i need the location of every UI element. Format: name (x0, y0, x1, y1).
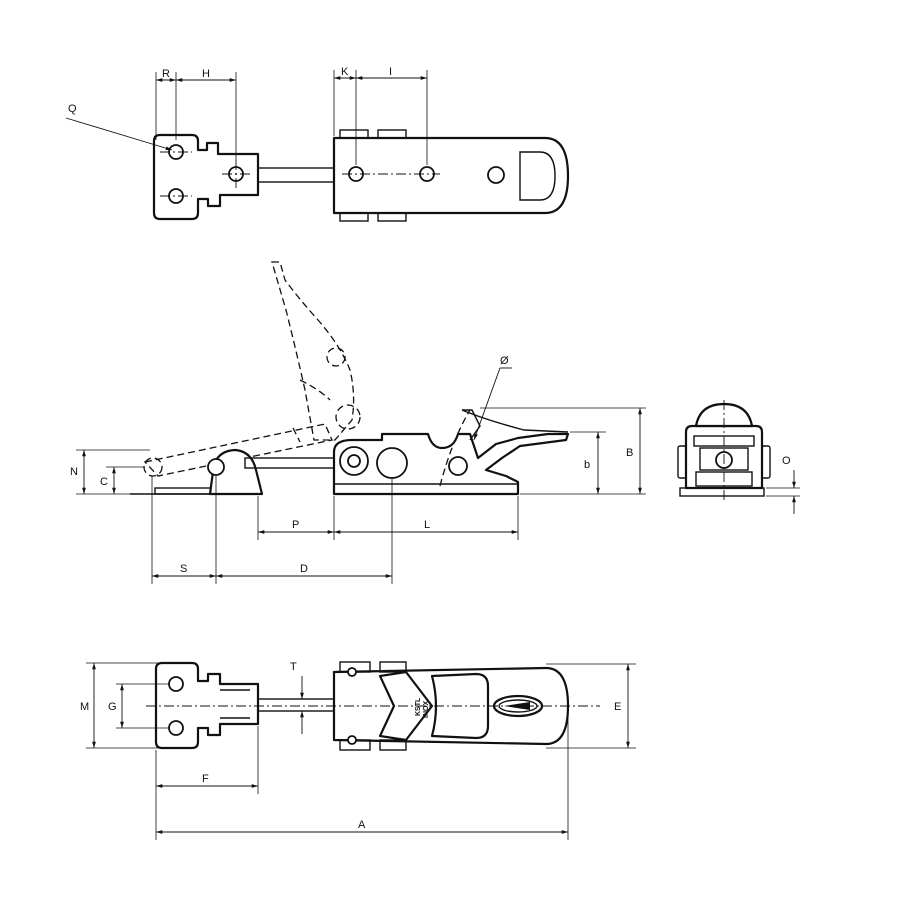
dim-label-R: R (162, 68, 170, 80)
bottom-view: INOX KSTL T M G F A E (80, 661, 636, 840)
dim-label-T: T (290, 661, 297, 673)
dim-label-F: F (202, 773, 209, 785)
side-hole-large (376, 447, 408, 479)
top-clamp-body (332, 136, 570, 215)
dim-label-D: D (300, 563, 308, 575)
dim-label-H: H (202, 68, 210, 80)
dim-label-K: K (341, 66, 349, 78)
stamp-line-2: KSTL (415, 697, 422, 716)
dim-label-N: N (70, 466, 78, 478)
side-hook-pivot (207, 458, 225, 476)
ghost-lever-open (271, 261, 355, 441)
end-view: O (677, 400, 800, 514)
dim-label-A: A (358, 819, 366, 831)
dim-label-b: b (584, 459, 590, 471)
dim-label-Q: Q (68, 103, 77, 115)
dim-label-O: O (782, 455, 791, 467)
top-view: R H K I Q (65, 66, 570, 222)
dim-label-I: I (389, 66, 392, 78)
dim-label-G: G (108, 701, 117, 713)
dim-label-E: E (614, 701, 621, 713)
dim-label-S: S (180, 563, 187, 575)
dim-label-L: L (424, 519, 430, 531)
bottom-hook-hole-upper (168, 676, 184, 692)
side-view: N C P L S D Ø b B (70, 261, 646, 584)
side-hole-latch (448, 456, 468, 476)
dim-label-B: B (626, 447, 633, 459)
ghost-link-arm (143, 423, 333, 477)
end-base (679, 487, 765, 497)
bottom-hook-plate (154, 661, 260, 750)
dim-label-M: M (80, 701, 89, 713)
side-rod (244, 457, 338, 469)
top-rod (257, 167, 335, 183)
dim-label-C: C (100, 476, 108, 488)
dim-label-P: P (292, 519, 299, 531)
bottom-hook-hole-lower (168, 720, 184, 736)
stamp-line-1: INOX (423, 701, 430, 718)
top-body-hole-3 (487, 166, 505, 184)
dim-label-dia: Ø (500, 355, 509, 367)
